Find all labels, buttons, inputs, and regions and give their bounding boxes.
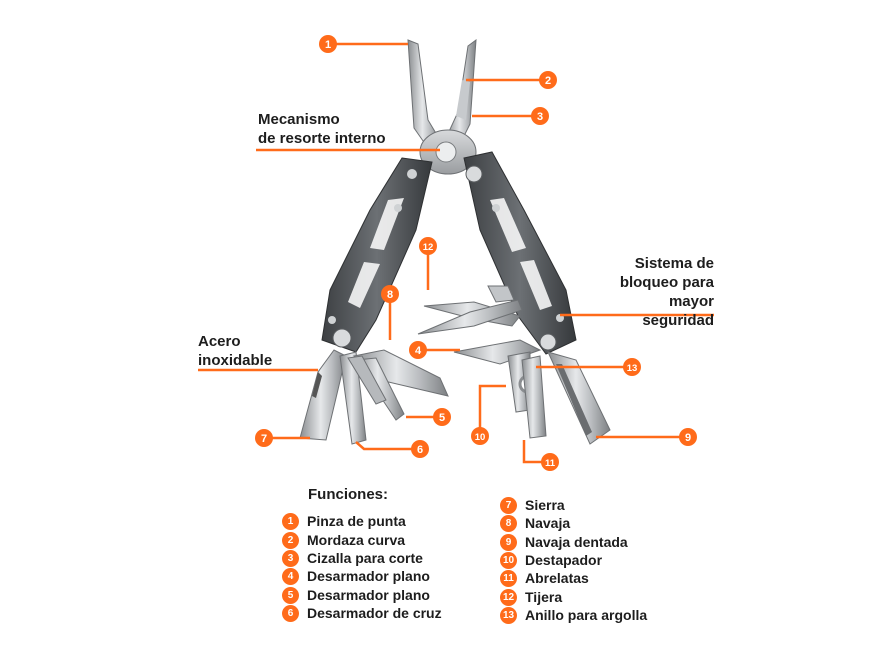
legend-item: 7 Sierra bbox=[500, 496, 565, 514]
legend-item: 5 Desarmador plano bbox=[282, 586, 430, 604]
marker-12: 12 bbox=[419, 237, 437, 255]
legend-title: Funciones: bbox=[308, 486, 389, 503]
legend-item: 13 Anillo para argolla bbox=[500, 606, 647, 624]
callout-lock-line-1: Sistema de bbox=[634, 255, 714, 272]
legend-number-badge: 10 bbox=[500, 551, 517, 569]
callout-steel-line-1: Acero bbox=[198, 333, 241, 350]
marker-7: 7 bbox=[255, 429, 273, 447]
number-markers: 1 2 3 4 5 6 7 8 9 10 11 12 13 bbox=[255, 35, 697, 471]
marker-9: 9 bbox=[679, 428, 697, 446]
legend-label: Anillo para argolla bbox=[525, 607, 648, 623]
marker-13: 13 bbox=[623, 358, 641, 376]
legend-number-badge: 2 bbox=[282, 531, 299, 549]
marker-5: 5 bbox=[433, 408, 451, 426]
callout-spring-mechanism: Mecanismo de resorte interno bbox=[258, 110, 386, 148]
legend-number-badge: 7 bbox=[500, 496, 517, 514]
callout-steel-line-2: inoxidable bbox=[198, 352, 273, 369]
legend-number-badge: 5 bbox=[282, 586, 299, 604]
legend-number-badge: 12 bbox=[500, 588, 517, 606]
legend-item: 9 Navaja dentada bbox=[500, 533, 628, 551]
callout-spring-line-2: de resorte interno bbox=[258, 130, 386, 147]
left-handle bbox=[321, 157, 433, 353]
legend-item: 8 Navaja bbox=[500, 514, 570, 532]
legend-label: Mordaza curva bbox=[307, 532, 406, 548]
legend-label: Destapador bbox=[525, 552, 603, 568]
marker-7-label: 7 bbox=[261, 433, 267, 445]
legend-item: 11 Abrelatas bbox=[500, 569, 589, 587]
marker-10-label: 10 bbox=[475, 432, 486, 443]
marker-1: 1 bbox=[319, 35, 337, 53]
leader-lines bbox=[198, 42, 714, 464]
legend-item: 4 Desarmador plano bbox=[282, 567, 430, 585]
legend-label: Navaja dentada bbox=[525, 534, 628, 550]
marker-2-label: 2 bbox=[545, 75, 551, 87]
marker-2: 2 bbox=[539, 71, 557, 89]
legend-label: Desarmador plano bbox=[307, 568, 430, 584]
legend-label: Tijera bbox=[525, 589, 563, 605]
legend-number-badge: 1 bbox=[282, 512, 299, 530]
marker-6-label: 6 bbox=[417, 444, 423, 456]
legend-label: Desarmador de cruz bbox=[307, 605, 442, 621]
spring-pivot bbox=[419, 129, 477, 175]
legend-label: Cizalla para corte bbox=[307, 550, 423, 566]
legend-item: 12 Tijera bbox=[500, 588, 562, 606]
marker-6: 6 bbox=[411, 440, 429, 458]
legend-label: Desarmador plano bbox=[307, 587, 430, 603]
callout-lock-line-2: bloqueo para bbox=[619, 274, 714, 291]
legend-number-badge: 4 bbox=[282, 567, 299, 585]
callout-lock-system: Sistema de bloqueo para mayor seguridad bbox=[596, 254, 714, 330]
right-tools bbox=[453, 339, 611, 445]
marker-12-label: 12 bbox=[423, 242, 434, 253]
marker-13-label: 13 bbox=[627, 363, 638, 374]
marker-1-label: 1 bbox=[325, 39, 331, 51]
marker-4-label: 4 bbox=[415, 345, 422, 357]
plier-jaws bbox=[407, 38, 477, 149]
legend-item: 3 Cizalla para corte bbox=[282, 549, 423, 567]
legend-item: 6 Desarmador de cruz bbox=[282, 604, 442, 622]
marker-10: 10 bbox=[471, 427, 489, 445]
right-handle bbox=[463, 151, 577, 355]
legend-number-badge: 9 bbox=[500, 533, 517, 551]
callout-stainless-steel: Acero inoxidable bbox=[198, 332, 272, 370]
marker-9-label: 9 bbox=[685, 432, 691, 444]
legend-label: Abrelatas bbox=[525, 570, 589, 586]
legend-item: 2 Mordaza curva bbox=[282, 531, 405, 549]
marker-4: 4 bbox=[409, 341, 427, 359]
legend-number-badge: 11 bbox=[500, 569, 517, 587]
legend-item: 1 Pinza de punta bbox=[282, 512, 406, 530]
legend-number-badge: 8 bbox=[500, 514, 517, 532]
legend-label: Pinza de punta bbox=[307, 513, 406, 529]
callout-spring-line-1: Mecanismo bbox=[258, 111, 340, 128]
left-tools bbox=[299, 349, 449, 445]
marker-3-label: 3 bbox=[537, 111, 543, 123]
legend-item: 10 Destapador bbox=[500, 551, 602, 569]
marker-5-label: 5 bbox=[439, 412, 445, 424]
marker-3: 3 bbox=[531, 107, 549, 125]
marker-11: 11 bbox=[541, 453, 559, 471]
marker-8-label: 8 bbox=[387, 289, 393, 301]
legend-number-badge: 13 bbox=[500, 606, 517, 624]
legend-number-badge: 6 bbox=[282, 604, 299, 622]
marker-11-label: 11 bbox=[545, 458, 556, 469]
legend-label: Sierra bbox=[525, 497, 565, 513]
legend-number-badge: 3 bbox=[282, 549, 299, 567]
scissors bbox=[417, 285, 523, 335]
legend-label: Navaja bbox=[525, 515, 571, 531]
marker-8: 8 bbox=[381, 285, 399, 303]
callout-lock-line-3: mayor seguridad bbox=[642, 293, 714, 329]
